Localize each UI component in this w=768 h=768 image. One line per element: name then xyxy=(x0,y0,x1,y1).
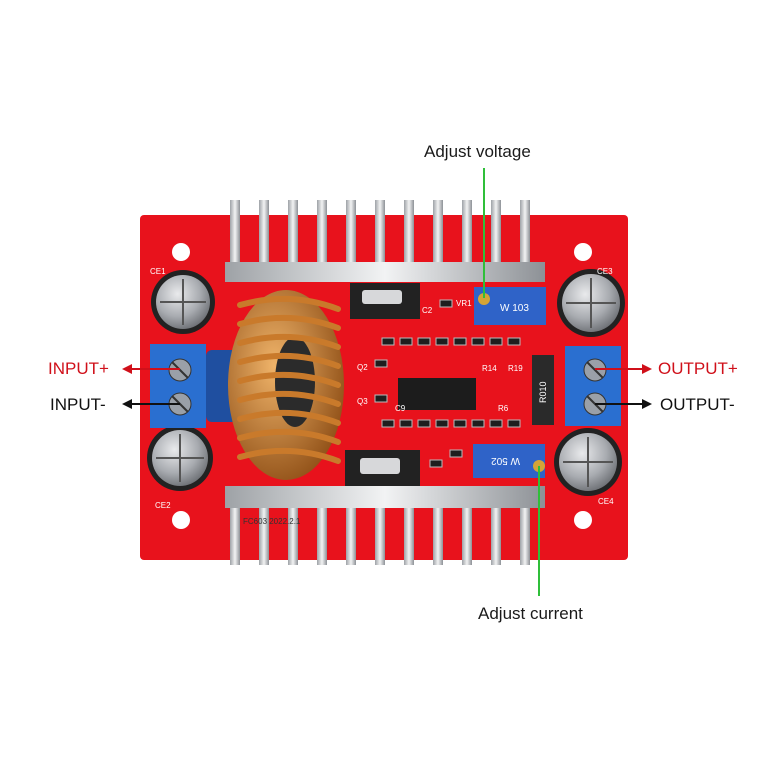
silk-board-code: FC603 2022.2.1 xyxy=(243,517,301,526)
input-plus-label: INPUT+ xyxy=(48,359,109,378)
heatsink-fin xyxy=(433,505,443,565)
silk-r6: R6 xyxy=(498,404,509,413)
smd-component xyxy=(381,419,395,428)
coil-turn xyxy=(237,428,341,445)
heatsink-fin xyxy=(230,505,240,565)
toroid-inductor xyxy=(228,290,344,480)
arrow-input-minus xyxy=(122,399,180,409)
heatsink-fin xyxy=(259,505,269,565)
arrow-input-plus xyxy=(122,364,180,374)
coil-turn xyxy=(237,371,341,388)
coil-turn xyxy=(237,295,341,312)
output-terminal-block xyxy=(565,346,621,426)
coil-turn xyxy=(237,352,341,369)
smd-component xyxy=(449,449,463,458)
silk-ce3: CE3 xyxy=(597,267,613,276)
coil-turn xyxy=(237,314,341,331)
smd-component xyxy=(439,299,453,308)
input-minus-label: INPUT- xyxy=(50,395,106,414)
mounting-hole xyxy=(574,243,592,261)
heatsink-fin xyxy=(317,200,327,266)
heatsink-fin xyxy=(462,505,472,565)
smd-component xyxy=(507,337,521,346)
smd-component xyxy=(489,337,503,346)
smd-component xyxy=(471,337,485,346)
silk-ce4: CE4 xyxy=(598,497,614,506)
coil-turn xyxy=(237,409,341,426)
heatsink-fin xyxy=(462,200,472,266)
capacitor-ce4 xyxy=(554,428,622,496)
control-ic xyxy=(398,378,476,410)
mounting-hole xyxy=(172,243,190,261)
bottom-heatsink-base xyxy=(225,486,545,508)
smd-component xyxy=(453,337,467,346)
silk-c2: C2 xyxy=(422,306,433,315)
silk-pot-bottom: W 502 xyxy=(491,455,520,466)
heatsink-fin xyxy=(433,200,443,266)
capacitor-ce2 xyxy=(147,425,213,491)
silk-q3: Q3 xyxy=(357,397,368,406)
silk-r010: R010 xyxy=(538,381,548,403)
heatsink-fin xyxy=(404,200,414,266)
smd-component xyxy=(429,459,443,468)
smd-component xyxy=(381,337,395,346)
silk-c9: C9 xyxy=(395,404,406,413)
heatsink-fin xyxy=(259,200,269,266)
heatsink-fin xyxy=(230,200,240,266)
input-terminal-block xyxy=(150,344,238,428)
heatsink-fin xyxy=(288,200,298,266)
smd-component xyxy=(374,359,388,368)
capacitor-ce1 xyxy=(151,270,215,334)
silk-q2: Q2 xyxy=(357,363,368,372)
heatsink-fin xyxy=(404,505,414,565)
adjust-voltage-label: Adjust voltage xyxy=(424,142,531,161)
mounting-hole xyxy=(574,511,592,529)
heatsink-fin xyxy=(346,505,356,565)
silk-r19: R19 xyxy=(508,364,523,373)
heatsink-fin xyxy=(491,200,501,266)
coil-turn xyxy=(237,390,341,407)
smd-component xyxy=(374,394,388,403)
adjust-current-label: Adjust current xyxy=(478,604,583,623)
heatsink-fin xyxy=(375,505,385,565)
silk-vr1: VR1 xyxy=(456,299,472,308)
arrow-output-plus xyxy=(595,364,652,374)
resistor-r010 xyxy=(532,355,554,425)
silk-ce2: CE2 xyxy=(155,501,171,510)
smd-component xyxy=(399,337,413,346)
smd-component xyxy=(507,419,521,428)
smd-component xyxy=(471,419,485,428)
top-heatsink-base xyxy=(225,262,545,282)
silk-r14: R14 xyxy=(482,364,497,373)
heatsink-fin xyxy=(346,200,356,266)
current-potentiometer xyxy=(473,444,545,478)
smd-component xyxy=(489,419,503,428)
capacitor-ce3 xyxy=(557,269,625,337)
heatsink-fin xyxy=(375,200,385,266)
arrow-output-minus xyxy=(595,399,652,409)
smd-component xyxy=(435,419,449,428)
smd-component xyxy=(453,419,467,428)
coil-turn xyxy=(237,447,341,464)
smd-component xyxy=(417,419,431,428)
coil-turn xyxy=(237,333,341,350)
smd-component xyxy=(399,419,413,428)
bottom-heatsink xyxy=(230,505,530,565)
silk-pot-top: W 103 xyxy=(500,303,529,314)
smd-component xyxy=(435,337,449,346)
heatsink-fin xyxy=(317,505,327,565)
top-heatsink xyxy=(230,200,530,266)
output-plus-label: OUTPUT+ xyxy=(658,359,738,378)
voltage-potentiometer xyxy=(474,287,546,325)
smd-component xyxy=(417,337,431,346)
heatsink-fin xyxy=(491,505,501,565)
heatsink-fin xyxy=(520,200,530,266)
heatsink-fin xyxy=(288,505,298,565)
silk-ce1: CE1 xyxy=(150,267,166,276)
output-minus-label: OUTPUT- xyxy=(660,395,735,414)
heatsink-fin xyxy=(520,505,530,565)
mounting-hole xyxy=(172,511,190,529)
